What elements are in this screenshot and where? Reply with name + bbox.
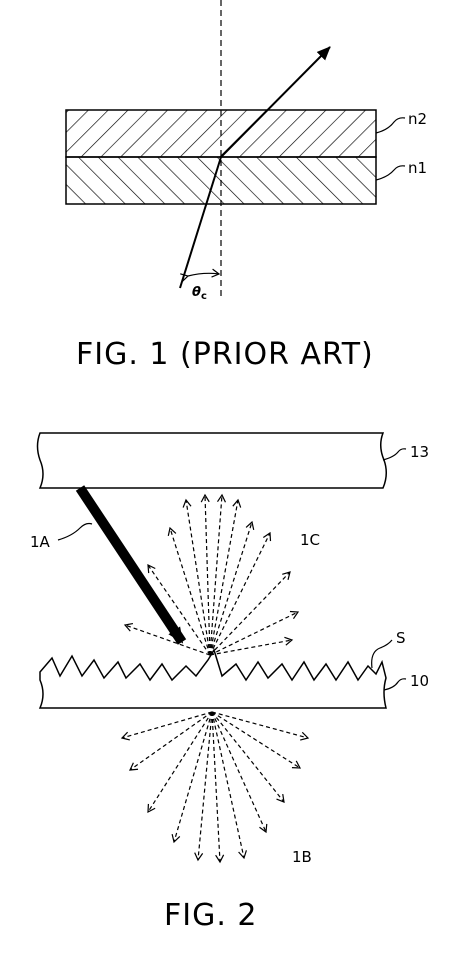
surface-s-leader [371, 639, 393, 669]
reflected-ray [123, 622, 211, 656]
reflected-ray [200, 493, 211, 656]
reflected-ray [167, 526, 211, 656]
transmitted-ray [147, 711, 213, 814]
reflected-ray [209, 520, 255, 656]
transmitted-ray [194, 711, 213, 862]
incident-ray [179, 156, 222, 289]
n2-leader [375, 117, 406, 134]
reflected-ray [147, 564, 211, 656]
transmitted-ray [211, 711, 225, 864]
surface-label: S [396, 629, 406, 647]
incident-beam-1A [75, 485, 187, 645]
figure-1: θc n2 n1 FIG. 1 (PRIOR ART) [65, 0, 427, 372]
n1-leader [375, 165, 406, 181]
reflected-ray [209, 493, 227, 656]
reflected-ray [182, 498, 211, 656]
top-plate-13 [36, 432, 387, 489]
transmitted-label: 1B [292, 848, 312, 866]
critical-angle-arc [180, 268, 221, 283]
n2-label: n2 [408, 110, 427, 128]
critical-angle-label: θc [192, 285, 207, 302]
substrate-label: 10 [410, 672, 429, 690]
incident-beam-label: 1A [30, 533, 51, 551]
reflected-ray [209, 498, 242, 656]
transmitted-ray [211, 711, 247, 860]
substrate-10-leader [383, 678, 407, 691]
substrate-10 [38, 648, 387, 709]
figure-2-caption: FIG. 2 [164, 898, 258, 933]
transmitted-ray [211, 711, 285, 803]
plate-13-leader [382, 448, 407, 461]
figure-1-caption: FIG. 1 (PRIOR ART) [76, 337, 374, 372]
transmitted-ray [129, 711, 213, 771]
reflected-ray [209, 610, 300, 656]
n1-label: n1 [408, 159, 427, 177]
transmitted-rays [120, 711, 310, 864]
transmitted-ray [120, 711, 213, 741]
reflected-ray [209, 531, 272, 656]
reflected-rays [123, 493, 300, 656]
refracted-ray [220, 46, 331, 158]
top-plate-label: 13 [410, 443, 429, 461]
reflected-ray [209, 571, 291, 656]
reflected-label: 1C [300, 531, 320, 549]
transmitted-ray [211, 711, 310, 741]
transmitted-ray [211, 711, 268, 834]
beam-1A-leader [57, 522, 93, 541]
transmitted-ray [171, 711, 213, 844]
figure-2: 13 S 10 1A 1C [30, 432, 429, 933]
transmitted-ray [211, 711, 302, 769]
